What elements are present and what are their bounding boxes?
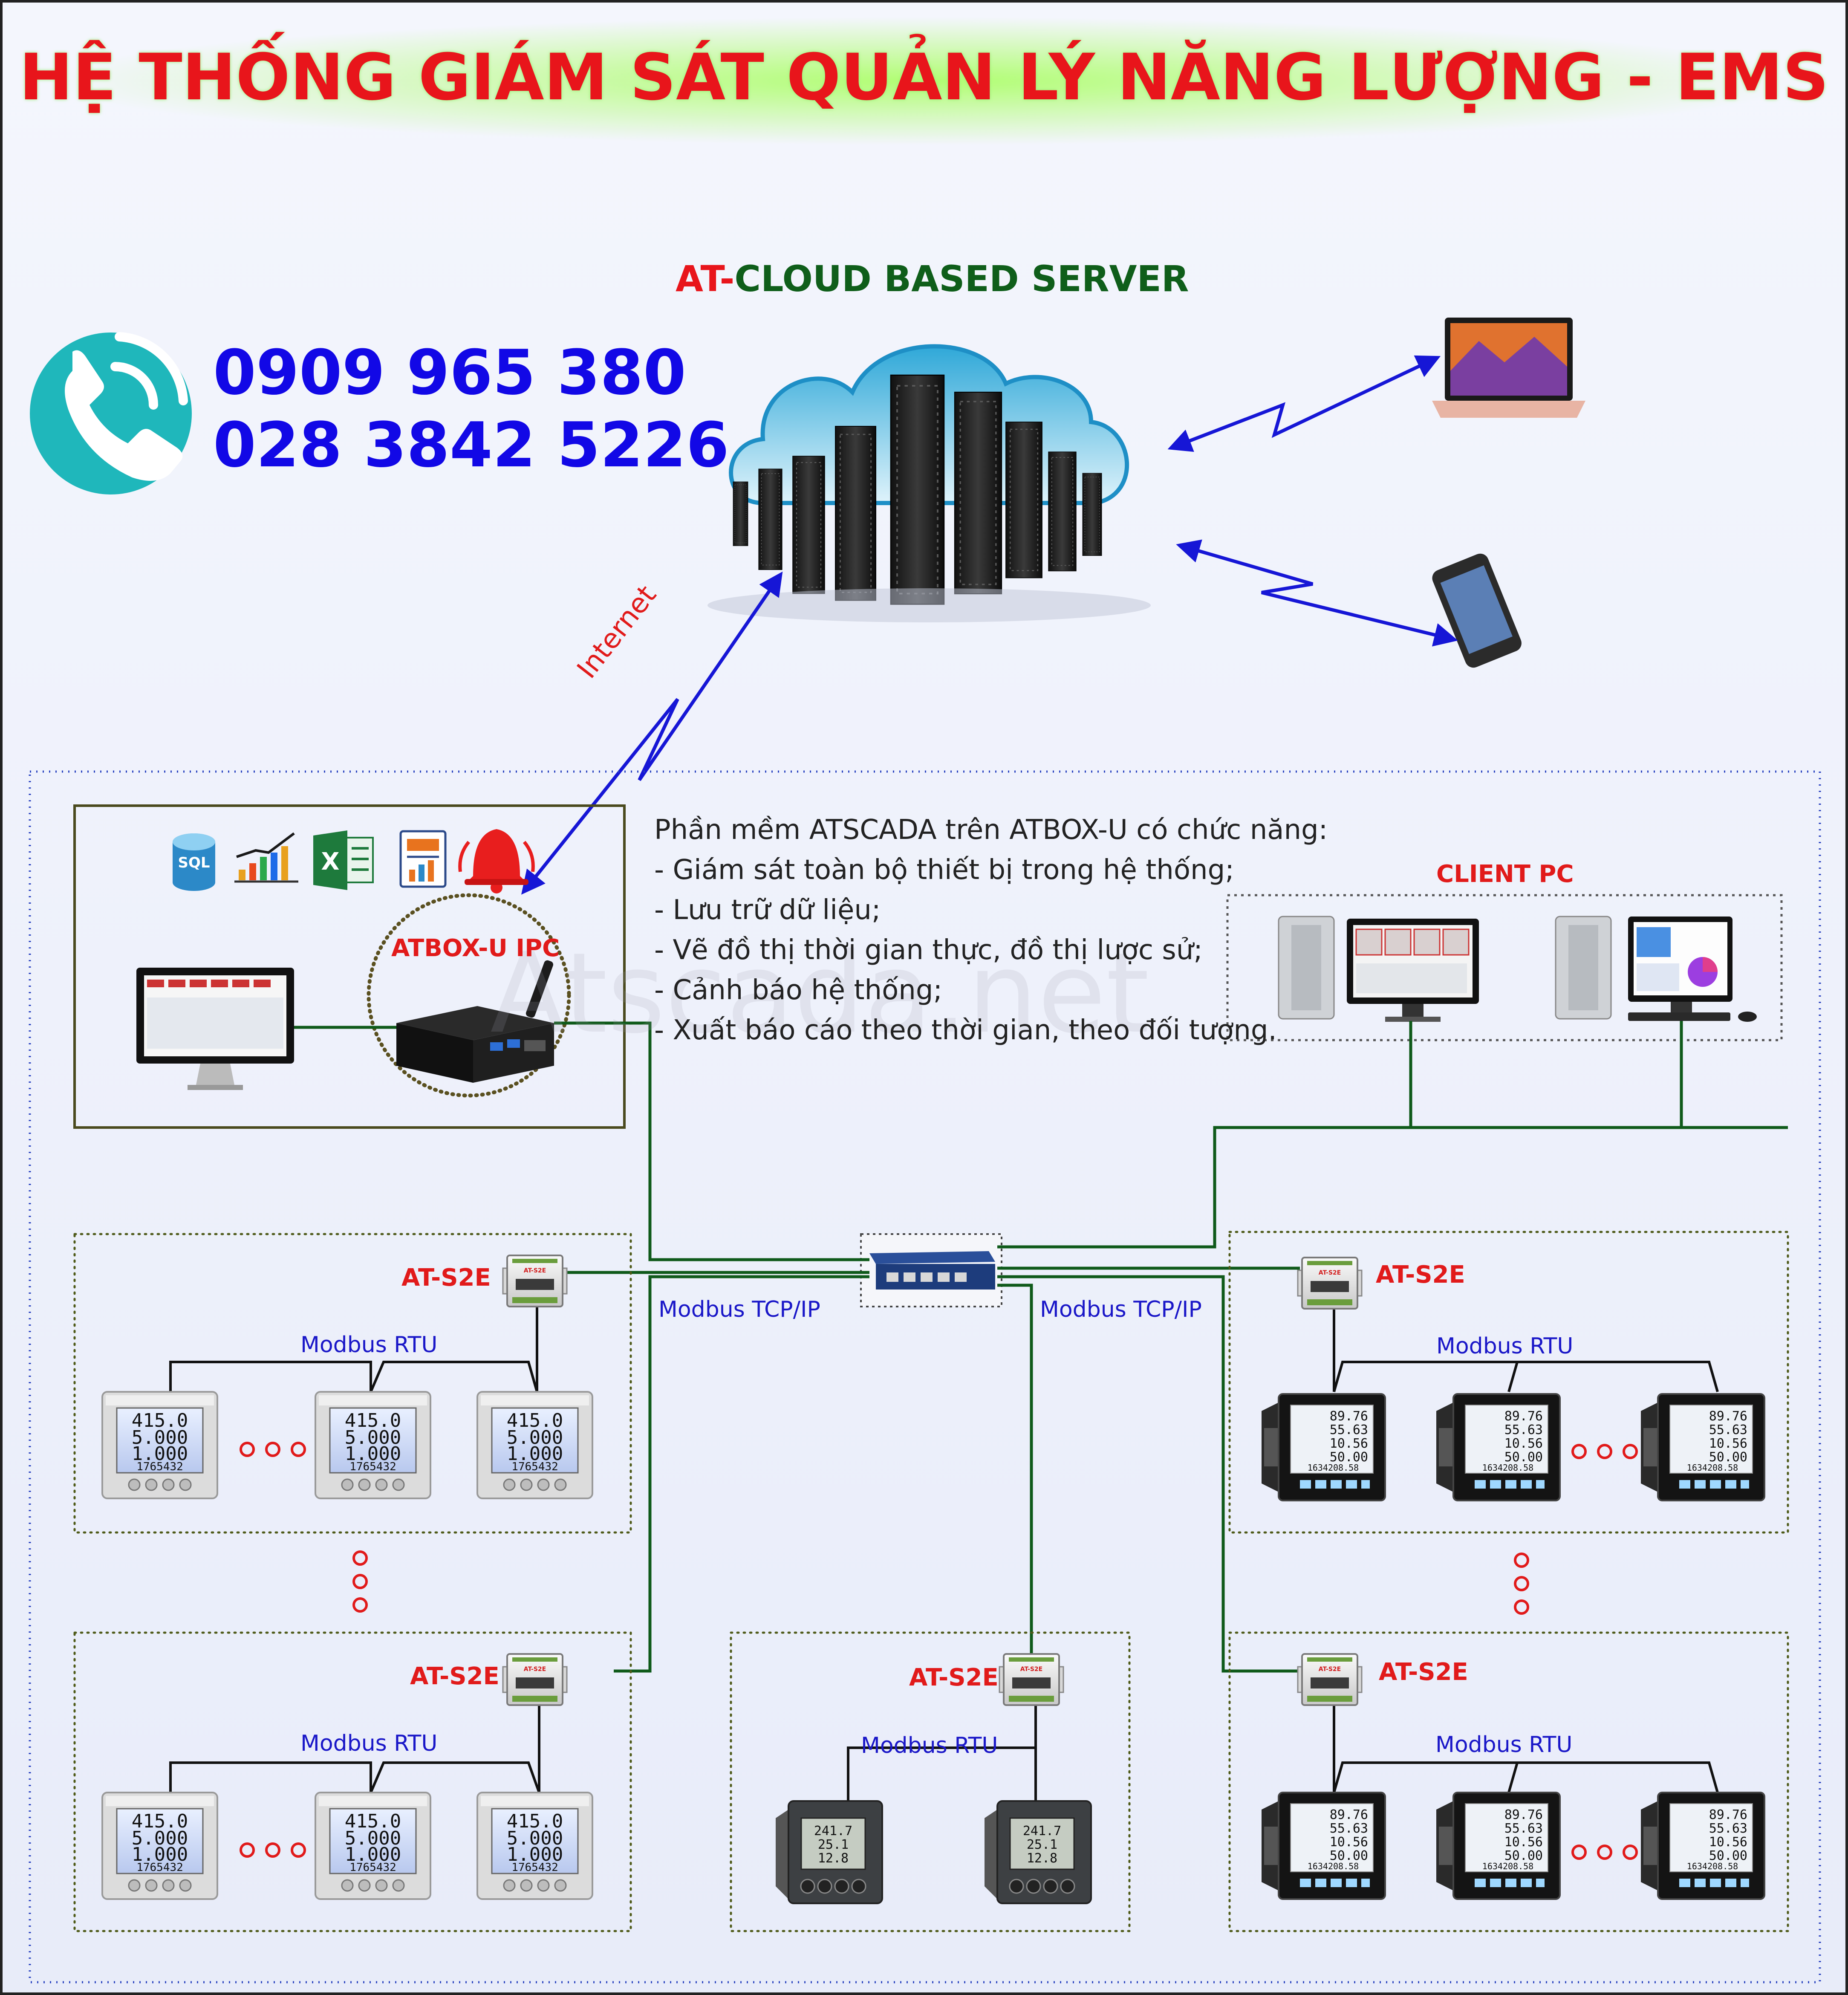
client-pc-area [1226,894,1783,1041]
atbox-panel [73,804,626,1129]
modbus-rtu-label: Modbus RTU [861,1733,998,1758]
watermark: Atscada.net [490,929,1149,1058]
system-boundary [29,770,1821,1983]
atbox-label: ATBOX-U IPC [391,934,560,962]
ethernet-wiring [294,1021,1788,1673]
report-icon [399,830,447,888]
modbus-tcp-label-right: Modbus TCP/IP [1040,1297,1202,1322]
trend-chart-icon [234,832,298,883]
phone-number-1: 0909 965 380 [213,337,686,409]
gateway-label: AT-S2E [909,1664,999,1691]
gateway-label: AT-S2E [1376,1261,1465,1289]
modbus-tcp-label-left: Modbus TCP/IP [658,1297,820,1322]
modbus-rtu-label: Modbus RTU [300,1731,438,1756]
client-pc-1 [1278,916,1479,1022]
meter-group-frames [73,1231,1789,1932]
atbox-ipc-icon [396,960,554,1083]
phone-call-icon [30,332,192,494]
network-switch-icon [860,1233,1002,1307]
atbox-highlight-ring [367,893,571,1098]
modbus-rtu-label: Modbus RTU [1435,1732,1573,1758]
svg-text:SQL: SQL [178,854,210,871]
cloud-server-title: AT-CLOUD BASED SERVER [676,258,1189,300]
continuation-dots [240,1442,1638,1860]
page-title: HỆ THỐNG GIÁM SÁT QUẢN LÝ NĂNG LƯỢNG - E… [19,40,1829,115]
modbus-rtu-label: Modbus RTU [300,1332,438,1358]
client-pc-label: CLIENT PC [1436,860,1574,888]
laptop-icon [1432,318,1585,418]
scada-monitor-icon [136,968,294,1090]
radio-links [521,355,1458,895]
atscada-description: Phần mềm ATSCADA trên ATBOX-U có chức nă… [654,814,1328,1046]
gateway-label: AT-S2E [410,1662,500,1690]
client-pc-2 [1555,916,1757,1022]
software-icons: SQL X [173,829,535,893]
sql-database-icon: SQL [173,833,215,891]
gateway-label: AT-S2E [401,1264,491,1292]
svg-text:X: X [321,848,339,876]
alarm-bell-icon [458,829,535,893]
gateway-label: AT-S2E [1379,1658,1468,1686]
modbus-rtu-label: Modbus RTU [1436,1333,1574,1359]
excel-icon: X [313,830,374,890]
cloud-server-icon [707,344,1151,622]
phone-number-2: 028 3842 5226 [213,409,729,481]
